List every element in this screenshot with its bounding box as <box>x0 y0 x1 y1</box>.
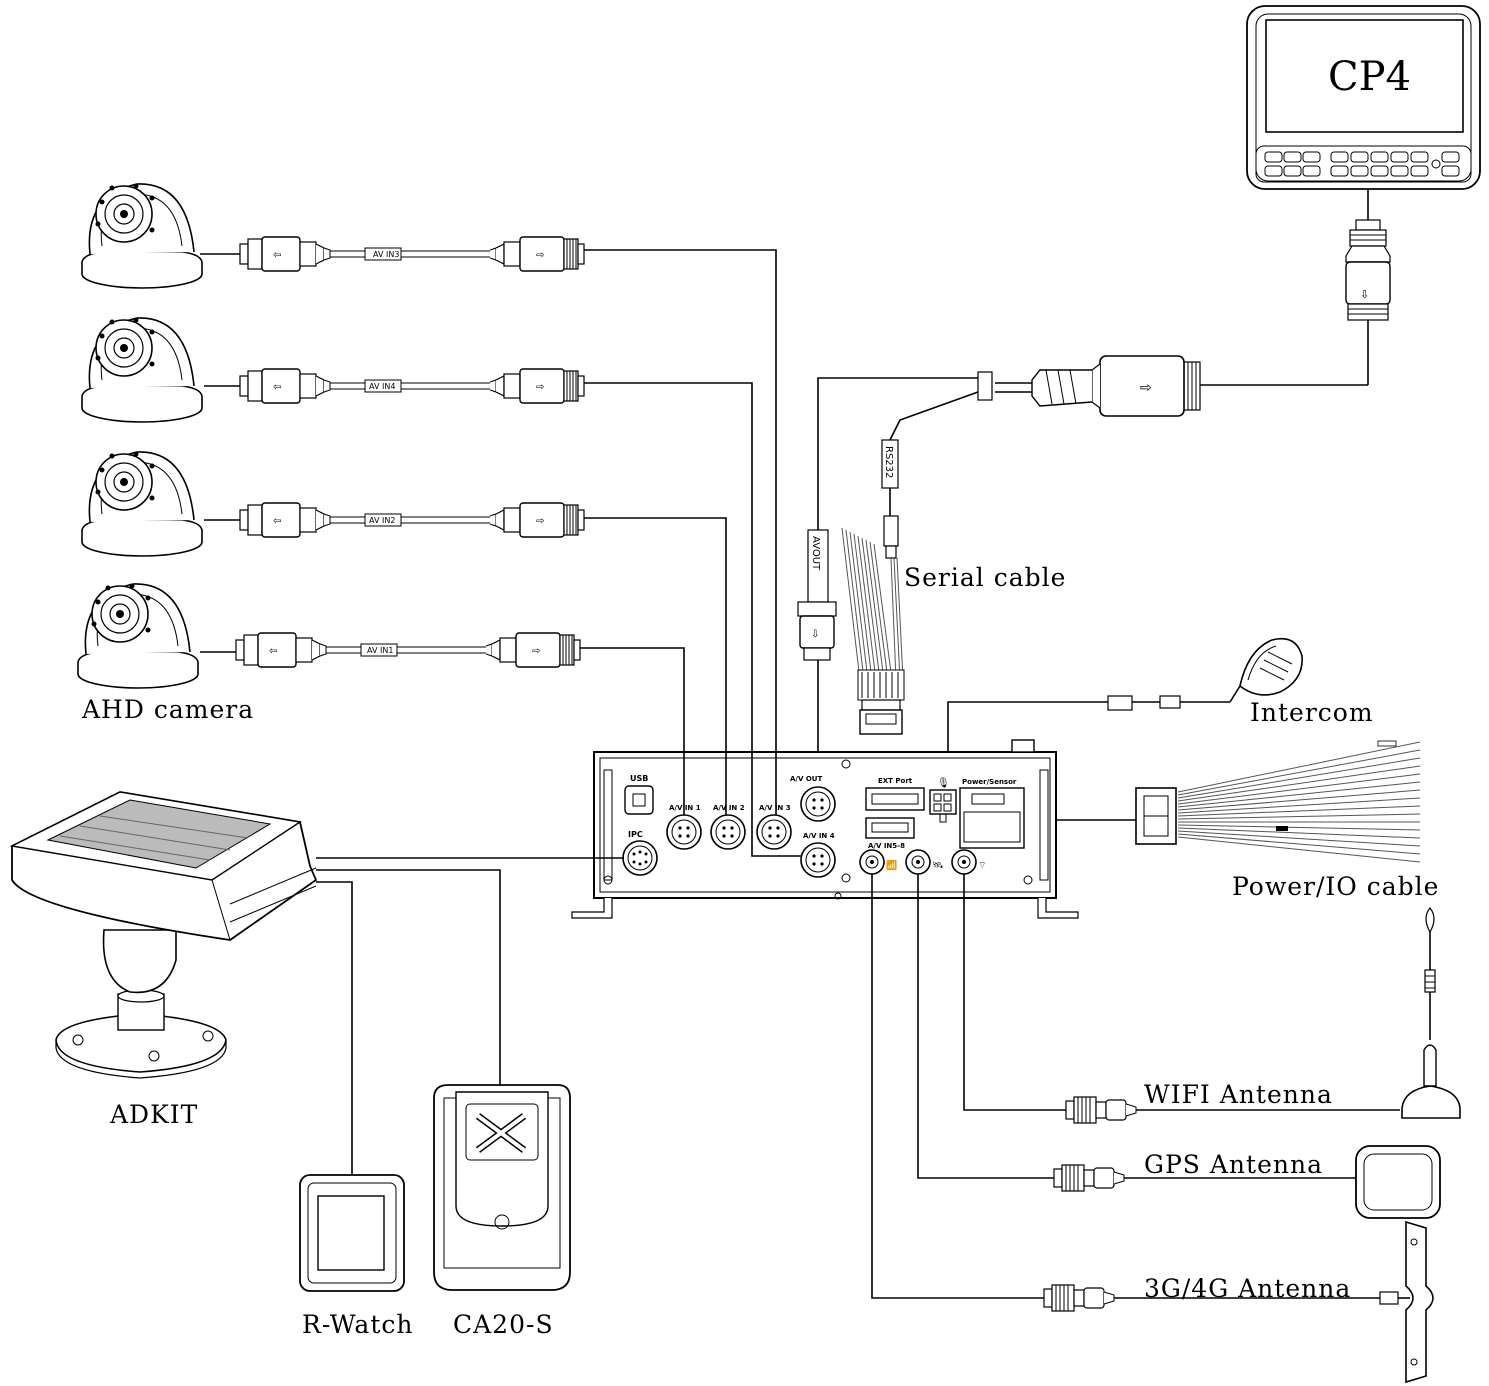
microphone-icon: 🎙 <box>937 777 950 789</box>
svg-text:RS232: RS232 <box>883 446 894 478</box>
svg-text:EXT Port: EXT Port <box>878 777 913 785</box>
cp4-monitor <box>1246 5 1481 190</box>
mic-port: 🎙 <box>929 777 957 823</box>
ahd-camera-2 <box>81 316 203 423</box>
wifi-antenna <box>963 874 1461 1124</box>
cp4-connector: ⇩ <box>1200 190 1391 386</box>
antenna-port-3g4g: 📶 <box>859 849 897 875</box>
serial-cable-label: Serial cable <box>904 563 1067 592</box>
antenna-3g4g <box>871 874 1434 1384</box>
power-io-cable <box>1024 740 1421 863</box>
adkit-device <box>9 791 624 1175</box>
ext-port: EXT Port <box>865 777 925 811</box>
antenna-3g4g-label: 3G/4G Antenna <box>1144 1274 1352 1303</box>
av-in-3-port: A/V IN 3 <box>756 804 792 850</box>
wifi-icon: ⌔ <box>978 861 986 871</box>
cable-tag-avout: AVOUT <box>810 536 821 571</box>
cp4-splitter-cable: ⇨ ⇩ <box>797 355 1201 770</box>
svg-text:Power/Sensor: Power/Sensor <box>962 778 1017 786</box>
camera-2-cable: AV IN4 <box>204 368 801 857</box>
ca20s-device <box>433 1084 571 1291</box>
av-in-4-port: A/V IN 4 <box>800 832 836 878</box>
svg-text:⇩: ⇩ <box>811 629 819 640</box>
wifi-antenna-label: WIFI Antenna <box>1144 1080 1333 1109</box>
svg-text:IPC: IPC <box>628 830 643 839</box>
ahd-camera-4 <box>77 582 199 689</box>
svg-text:USB: USB <box>630 774 648 783</box>
svg-text:AV IN1: AV IN1 <box>367 646 393 655</box>
ca20s-label: CA20-S <box>453 1310 554 1339</box>
ipc-port: IPC <box>622 830 658 876</box>
power-io-cable-label: Power/IO cable <box>1232 872 1440 901</box>
av-in-2-port: A/V IN 2 <box>710 804 746 850</box>
svg-text:A/V IN 3: A/V IN 3 <box>759 804 791 812</box>
r-watch-device <box>299 1174 405 1292</box>
antenna-port-wifi: ⌔ <box>951 849 986 875</box>
svg-text:A/V IN5-8: A/V IN5-8 <box>868 842 905 850</box>
satellite-icon: 🛰 <box>932 861 943 871</box>
svg-text:⇩: ⇩ <box>1360 288 1369 301</box>
ahd-camera-label: AHD camera <box>82 695 255 724</box>
r-watch-label: R-Watch <box>302 1310 414 1339</box>
av-in-1-port: A/V IN 1 <box>666 804 702 850</box>
camera-3-cable: AV IN2 <box>204 502 727 815</box>
svg-text:A/V IN 2: A/V IN 2 <box>713 804 745 812</box>
camera-4-cable: AV IN1 <box>200 632 685 815</box>
svg-text:A/V IN 4: A/V IN 4 <box>803 832 835 840</box>
svg-text:A/V IN 1: A/V IN 1 <box>669 804 701 812</box>
av-in-5-8-port: A/V IN5-8 <box>865 817 915 850</box>
cp4-label: CP4 <box>1328 54 1411 100</box>
ahd-camera-1 <box>81 182 203 289</box>
svg-text:⇨: ⇨ <box>1140 380 1152 396</box>
cp4-keypad <box>1264 151 1460 177</box>
svg-text:AV IN4: AV IN4 <box>369 382 395 391</box>
svg-text:AV IN2: AV IN2 <box>369 516 395 525</box>
cable-tag-rs232: RS232 <box>883 446 894 478</box>
usb-port: USB <box>624 774 654 815</box>
intercom-mic <box>947 637 1303 770</box>
camera-1-cable: AV IN3 <box>200 236 777 815</box>
ahd-camera-3 <box>81 450 203 557</box>
svg-text:A/V OUT: A/V OUT <box>790 775 822 783</box>
power-sensor-port: Power/Sensor <box>959 778 1025 849</box>
gps-antenna-label: GPS Antenna <box>1144 1150 1323 1179</box>
svg-text:AV IN3: AV IN3 <box>373 250 399 259</box>
serial-cable-harness <box>841 527 905 735</box>
signal-icon: 📶 <box>886 859 897 871</box>
gps-antenna <box>917 874 1441 1219</box>
av-out-port: A/V OUT <box>790 775 836 822</box>
intercom-label: Intercom <box>1250 698 1374 727</box>
svg-text:AVOUT: AVOUT <box>810 536 821 571</box>
adkit-label: ADKIT <box>110 1100 199 1129</box>
